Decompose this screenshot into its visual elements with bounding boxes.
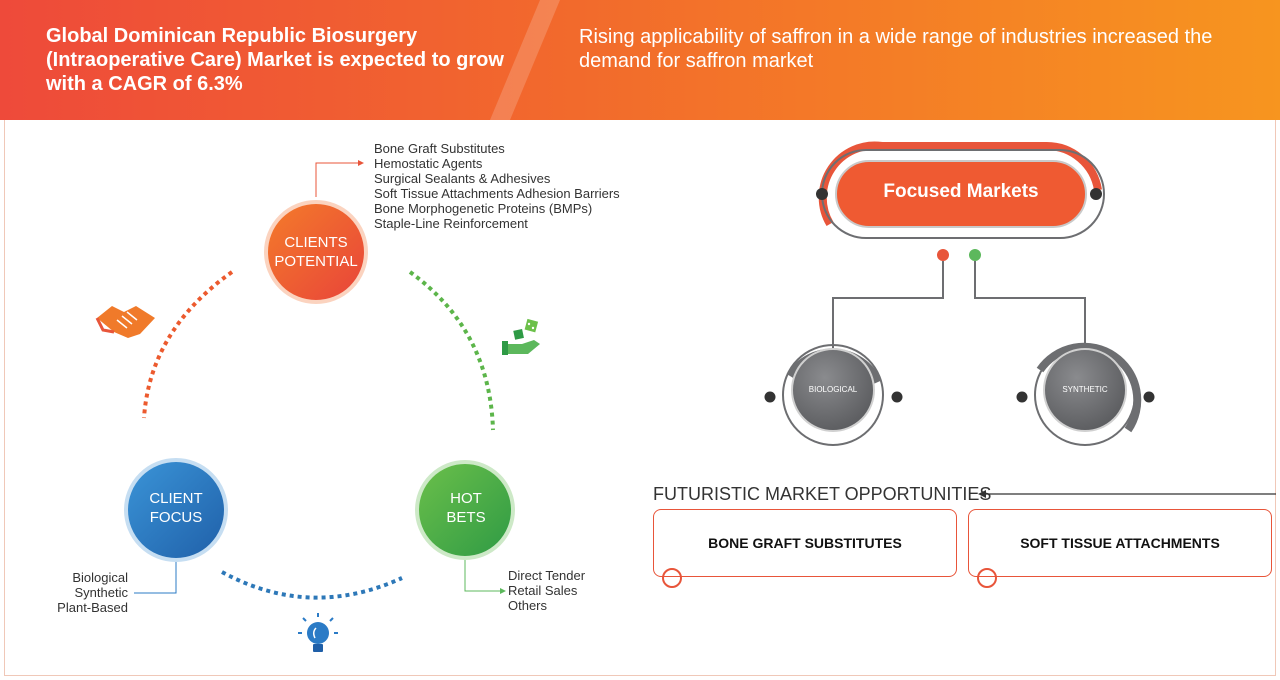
content-frame <box>4 120 1276 676</box>
clients-potential-list: Bone Graft Substitutes Hemostatic Agents… <box>374 141 620 231</box>
synthetic-outline <box>1034 344 1136 446</box>
list-item: Soft Tissue Attachments Adhesion Barrier… <box>374 186 620 201</box>
list-item: Plant-Based <box>57 600 128 615</box>
list-item: Synthetic <box>74 585 128 600</box>
clients-potential-label: CLIENTS POTENTIAL <box>266 233 366 271</box>
pill-dot-left <box>816 188 828 200</box>
clients-potential-circle <box>264 200 368 304</box>
client-focus-circle <box>124 458 228 562</box>
connector-dot-green <box>969 249 981 261</box>
list-item: Bone Morphogenetic Proteins (BMPs) <box>374 201 593 216</box>
list-item: Hemostatic Agents <box>374 156 483 171</box>
client-focus-connector <box>134 560 177 594</box>
clients-potential-connector <box>315 162 358 197</box>
header-background <box>0 0 1280 120</box>
clients-potential-label-line1: CLIENTS <box>284 234 348 251</box>
arrow-head-icon <box>500 588 506 594</box>
header-subtitle: Rising applicability of saffron in a wid… <box>579 26 1213 72</box>
biological-circle <box>791 348 875 432</box>
list-item: Staple-Line Reinforcement <box>374 216 528 231</box>
opportunities-title: FUTURISTIC MARKET OPPORTUNITIES <box>653 484 992 504</box>
client-focus-label-line2: FOCUS <box>149 509 203 526</box>
list-item: Others <box>508 598 548 613</box>
connector-line-synthetic <box>974 261 1086 348</box>
list-item: Bone Graft Substitutes <box>374 141 505 156</box>
hot-bets-label: HOT BETS <box>416 489 516 527</box>
synthetic-dot-left <box>1016 391 1028 403</box>
hot-bets-circle <box>415 460 515 560</box>
focused-markets-pill <box>835 160 1087 228</box>
segment-biological-label: BIOLOGICAL <box>808 385 858 394</box>
list-item: Biological <box>72 570 128 585</box>
connector-dot-red <box>937 249 949 261</box>
dashed-arc-right <box>408 270 495 431</box>
connector-line-biological <box>832 261 944 348</box>
opportunity-marker-2 <box>977 568 997 588</box>
segment-synthetic-label: SYNTHETIC <box>1062 385 1108 394</box>
dashed-arc-bottom <box>221 570 403 600</box>
hot-bets-label-line1: HOT <box>450 490 482 507</box>
list-item: Retail Sales <box>508 583 578 598</box>
opportunity-box-2: SOFT TISSUE ATTACHMENTS <box>968 509 1272 577</box>
client-focus-label: CLIENT FOCUS <box>126 489 226 527</box>
biological-dot-right <box>891 391 903 403</box>
pill-dot-right <box>1090 188 1102 200</box>
lightbulb-icon <box>298 613 338 652</box>
biological-outline <box>782 344 884 446</box>
list-item: Surgical Sealants & Adhesives <box>374 171 551 186</box>
header-title: Global Dominican Republic Biosurgery (In… <box>46 25 504 95</box>
header-banner: Global Dominican Republic Biosurgery (In… <box>0 0 1280 120</box>
opportunity-box-1: BONE GRAFT SUBSTITUTES <box>653 509 957 577</box>
clients-potential-label-line2: POTENTIAL <box>274 253 358 270</box>
list-item: Direct Tender <box>508 568 586 583</box>
arrow-head-icon <box>358 160 364 166</box>
synthetic-dot-right <box>1143 391 1155 403</box>
hot-bets-list: Direct Tender Retail Sales Others <box>508 568 585 613</box>
focused-markets-title: Focused Markets <box>883 181 1039 202</box>
biological-dot-left <box>764 391 776 403</box>
arrow-left-icon <box>978 490 986 498</box>
dashed-arc-left <box>142 270 234 419</box>
client-focus-list: Biological Synthetic Plant-Based <box>30 570 128 615</box>
synthetic-circle <box>1043 348 1127 432</box>
hot-bets-label-line2: BETS <box>446 509 486 526</box>
opportunity-marker-1 <box>662 568 682 588</box>
header-divider <box>490 0 560 120</box>
hand-dice-icon <box>502 318 540 355</box>
hot-bets-connector <box>464 560 500 592</box>
client-focus-label-line1: CLIENT <box>149 490 203 507</box>
handshake-icon <box>95 306 155 338</box>
